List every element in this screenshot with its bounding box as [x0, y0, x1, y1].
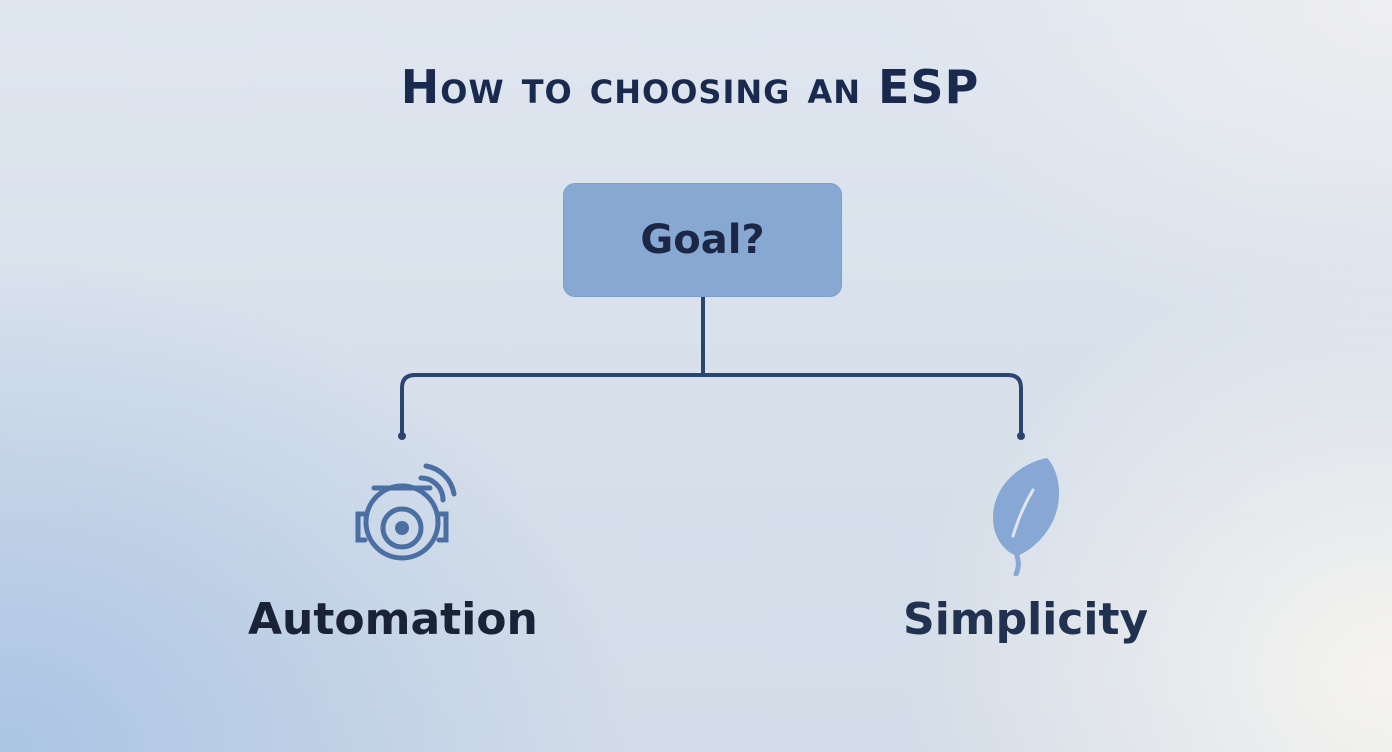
branch-label-automation: Automation	[248, 594, 538, 645]
diagram-title: How to choosing an ESP	[400, 60, 980, 114]
leaf-icon	[993, 458, 1059, 576]
connector-end-left-dot	[398, 432, 406, 440]
root-node-label: Goal?	[640, 217, 765, 263]
branch-label-simplicity: Simplicity	[903, 594, 1149, 645]
connector-end-right-dot	[1017, 432, 1025, 440]
robot-vacuum-icon	[355, 463, 457, 561]
connector-horizontal	[400, 373, 1023, 436]
root-node-goal: Goal?	[563, 183, 842, 297]
